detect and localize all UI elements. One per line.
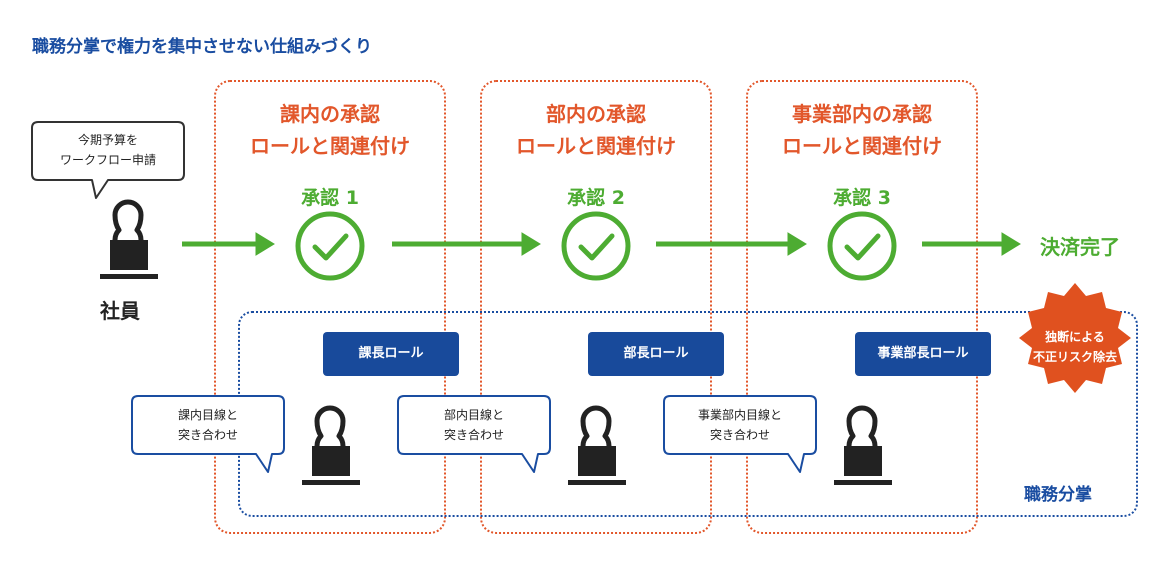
review-bubble-text-2: 部内目線と 突き合わせ <box>400 405 548 445</box>
segregation-zone-label: 職務分掌 <box>1024 485 1092 505</box>
page-title: 職務分掌で権力を集中させない仕組みづくり <box>32 37 372 57</box>
stage-frame-3: 事業部内の承認 ロールと関連付け <box>746 80 978 534</box>
stage-title-2-line2: ロールと関連付け <box>516 134 676 158</box>
approval-label-3: 承認 3 <box>833 187 891 209</box>
role-badge-2: 部長ロール <box>588 332 724 376</box>
risk-badge-line2: 不正リスク除去 <box>1032 350 1117 364</box>
stage-frame-1: 課内の承認 ロールと関連付け <box>214 80 446 534</box>
stage-title-3-line2: ロールと関連付け <box>782 134 942 158</box>
risk-badge-text: 独断による 不正リスク除去 <box>1020 327 1130 367</box>
review-bubble-3-line2: 突き合わせ <box>709 428 770 442</box>
review-bubble-2-line2: 突き合わせ <box>443 428 504 442</box>
review-bubble-3-line1: 事業部内目線と <box>697 408 782 422</box>
arrow-4 <box>922 232 1021 256</box>
arrow-2 <box>392 232 541 256</box>
check-circle-icon-3 <box>827 211 897 281</box>
arrow-3 <box>656 232 807 256</box>
approval-label-2: 承認 2 <box>567 187 625 209</box>
check-circle-icon-1 <box>295 211 365 281</box>
risk-badge-line1: 独断による <box>1045 330 1105 344</box>
review-bubble-1-line1: 課内目線と <box>177 408 238 422</box>
employee-bubble-line1: 今期予算を <box>77 133 138 147</box>
review-bubble-1-line2: 突き合わせ <box>177 428 238 442</box>
stage-title-1: 課内の承認 ロールと関連付け <box>216 98 444 162</box>
review-bubble-3 <box>663 395 817 473</box>
employee-bubble-text: 今期予算を ワークフロー申請 <box>34 130 182 170</box>
review-bubble-text-1: 課内目線と 突き合わせ <box>134 405 282 445</box>
employee-bubble-line2: ワークフロー申請 <box>59 153 156 167</box>
completion-label: 決済完了 <box>1040 235 1120 259</box>
stage-title-1-line2: ロールと関連付け <box>250 134 410 158</box>
employee-person-icon <box>100 199 158 279</box>
stage-frame-2: 部内の承認 ロールと関連付け <box>480 80 712 534</box>
risk-badge-burst <box>1019 283 1131 393</box>
review-bubble-1 <box>131 395 285 473</box>
stage-title-1-line1: 課内の承認 <box>280 102 380 126</box>
stage-title-3-line1: 事業部内の承認 <box>792 102 932 126</box>
role-badge-3: 事業部長ロール <box>855 332 991 376</box>
stage-title-2: 部内の承認 ロールと関連付け <box>482 98 710 162</box>
check-circle-icon-2 <box>561 211 631 281</box>
stage-title-2-line1: 部内の承認 <box>546 102 646 126</box>
approval-label-1: 承認 1 <box>301 187 359 209</box>
stage-title-3: 事業部内の承認 ロールと関連付け <box>748 98 976 162</box>
employee-label: 社員 <box>100 299 140 323</box>
reviewer-person-icon-1 <box>302 405 360 485</box>
arrow-1 <box>182 232 275 256</box>
review-bubble-text-3: 事業部内目線と 突き合わせ <box>666 405 814 445</box>
review-bubble-2 <box>397 395 551 473</box>
reviewer-person-icon-2 <box>568 405 626 485</box>
reviewer-person-icon-3 <box>834 405 892 485</box>
employee-speech-bubble <box>31 121 185 199</box>
role-badge-1: 課長ロール <box>323 332 459 376</box>
review-bubble-2-line1: 部内目線と <box>443 408 504 422</box>
